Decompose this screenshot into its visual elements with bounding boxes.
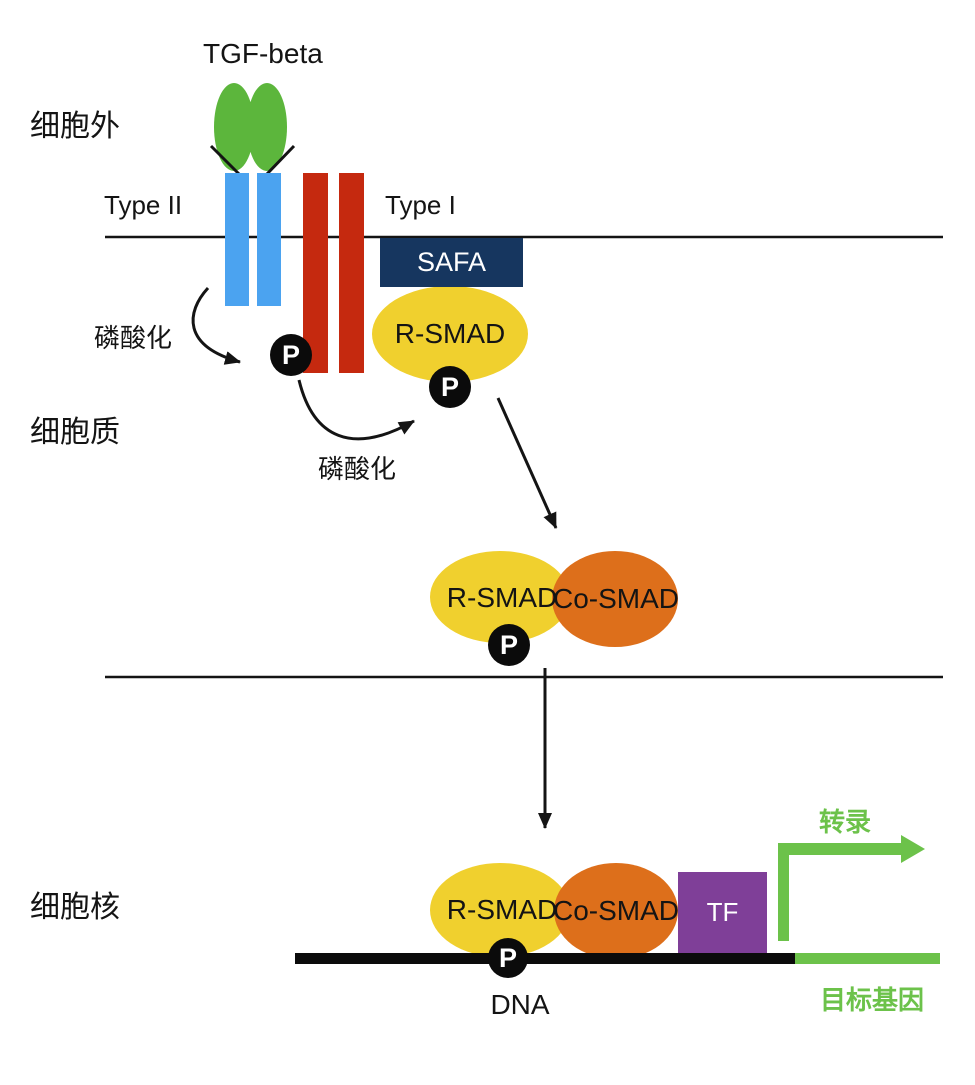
type2-receptor-bar (225, 173, 249, 306)
co-smad-label-nucleus: Co-SMAD (552, 895, 680, 926)
tf-label: TF (706, 897, 739, 927)
transcription-arrow (778, 835, 925, 941)
ligand-connector-right (264, 144, 296, 177)
phosphate-badge-complex: P (488, 624, 530, 666)
type1-receptor-bar (339, 173, 364, 373)
dna-label: DNA (490, 989, 550, 1020)
tgf-beta-dimer (214, 83, 287, 171)
r-smad-ellipse-receptor (372, 286, 528, 382)
co-smad-label-complex: Co-SMAD (552, 583, 680, 614)
phosphorylation-label-2: 磷酸化 (317, 454, 397, 484)
extracellular-label: 细胞外 (30, 110, 120, 143)
phosphate-label: P (440, 371, 459, 402)
r-smad-ellipse-nucleus (430, 863, 570, 957)
phosphate-badge-receptor: P (270, 334, 312, 376)
dna-line (295, 953, 795, 964)
transcription-label: 转录 (818, 807, 872, 837)
co-smad-ellipse-nucleus (554, 863, 678, 959)
phosphate-label: P (281, 339, 300, 370)
transcription-arrowhead (901, 835, 925, 863)
tgf-beta-label: TGF-beta (203, 38, 323, 69)
ligand-lobe-left (214, 83, 254, 171)
target-gene-label: 目标基因 (819, 985, 925, 1015)
r-smad-label-complex: R-SMAD (446, 582, 558, 613)
complex-formation-arrow (496, 397, 558, 529)
phosphate-label: P (498, 942, 517, 973)
safa-label: SAFA (416, 247, 487, 277)
ligand-connector-left (209, 144, 242, 177)
transcription-arrow-shaft (778, 843, 903, 855)
phosphate-badge-rsmad: P (429, 366, 471, 408)
nucleus-label: 细胞核 (30, 891, 120, 924)
phosphorylation-label-1: 磷酸化 (93, 323, 173, 353)
type1-receptor-bar (303, 173, 328, 373)
cytoplasm-label: 细胞质 (30, 416, 120, 449)
target-gene-line (795, 953, 940, 964)
type2-receptor-label: Type II (104, 190, 183, 220)
type1-receptor-label: Type I (385, 190, 456, 220)
type2-receptor-bar (257, 173, 281, 306)
transcription-arrow-stem (778, 843, 789, 941)
phosphorylation-arrow-1 (191, 286, 241, 365)
r-smad-ellipse-complex (430, 551, 570, 643)
co-smad-ellipse-complex (552, 551, 678, 647)
r-smad-label-receptor: R-SMAD (394, 318, 506, 349)
r-smad-label-nucleus: R-SMAD (446, 894, 558, 925)
phosphorylation-arrow-2 (297, 379, 415, 441)
phosphate-label: P (499, 629, 518, 660)
ligand-lobe-right (247, 83, 287, 171)
tf-box: TF (678, 872, 767, 953)
safa-box: SAFA (380, 238, 523, 287)
phosphate-badge-nucleus: P (488, 938, 528, 978)
